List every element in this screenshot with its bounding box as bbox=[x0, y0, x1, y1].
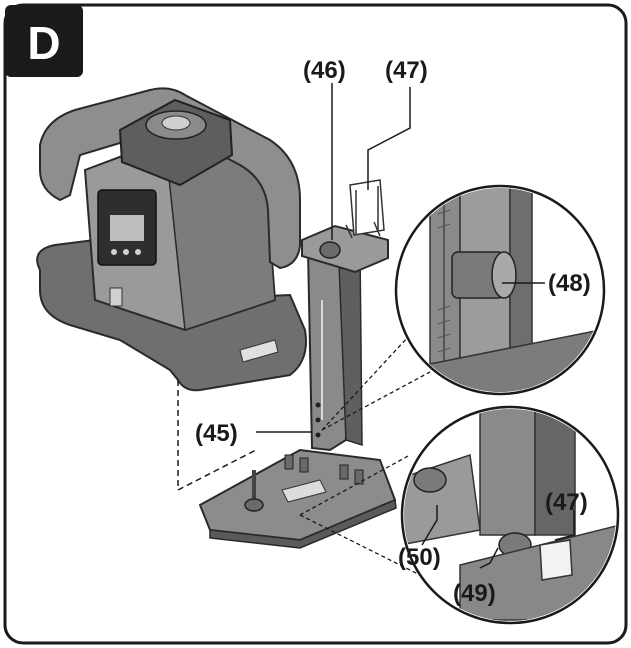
callout-50: (50) bbox=[398, 544, 441, 571]
section-label-box: D bbox=[5, 5, 83, 77]
detail-circle-48 bbox=[394, 184, 606, 396]
callout-46: (46) bbox=[303, 57, 346, 84]
adjust-knob-46 bbox=[319, 241, 341, 259]
clip-parts-47 bbox=[345, 179, 385, 239]
base-screw bbox=[244, 498, 264, 512]
callout-48: (48) bbox=[548, 270, 591, 297]
rotation-laser-device bbox=[36, 87, 307, 392]
zoom-leader-lines bbox=[299, 336, 431, 576]
device-display bbox=[110, 215, 144, 241]
callout-47-detail: (47) bbox=[545, 489, 588, 516]
wall-mount-bracket bbox=[198, 224, 397, 549]
adjust-knob-50 bbox=[413, 467, 447, 493]
bracket-top-crossbar bbox=[301, 224, 389, 274]
detail-circle-49-50 bbox=[400, 405, 620, 625]
device-top-handle bbox=[39, 87, 301, 270]
callout-leaders bbox=[256, 83, 575, 569]
callout-45: (45) bbox=[195, 420, 238, 447]
callout-49: (49) bbox=[453, 580, 496, 607]
alignment-dashed-line bbox=[177, 380, 257, 492]
base-teeth bbox=[284, 454, 364, 485]
section-letter: D bbox=[27, 17, 60, 69]
adjust-knob-48 bbox=[491, 251, 517, 299]
callout-47-top: (47) bbox=[385, 57, 428, 84]
